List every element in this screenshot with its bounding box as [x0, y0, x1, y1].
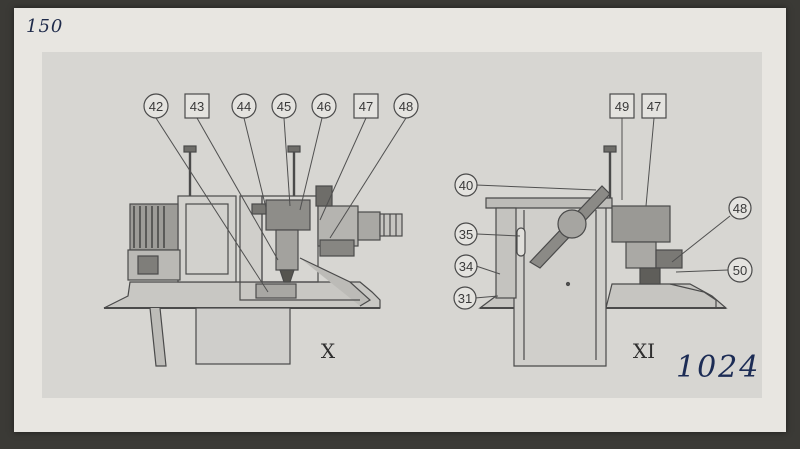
callout-48: 48 — [393, 93, 419, 119]
svg-text:42: 42 — [149, 99, 163, 114]
handwritten-page-number: 150 — [26, 16, 64, 37]
figure-x-caption: X — [321, 339, 336, 363]
svg-text:50: 50 — [733, 263, 747, 278]
callout-46: 46 — [311, 93, 337, 119]
svg-text:48: 48 — [399, 99, 413, 114]
figure-xi-caption: XI — [633, 339, 655, 363]
callout-40: 40 — [454, 173, 478, 197]
callout-31: 31 — [453, 286, 477, 310]
svg-text:35: 35 — [459, 227, 473, 242]
svg-text:45: 45 — [277, 99, 291, 114]
callout-47: 47 — [353, 93, 379, 119]
svg-text:44: 44 — [237, 99, 251, 114]
figure-xi-callouts: 49 47 40 35 34 31 48 50 XI — [453, 93, 753, 363]
callout-42: 42 — [143, 93, 169, 119]
callout-34: 34 — [454, 254, 478, 278]
svg-text:31: 31 — [458, 291, 472, 306]
figure-x-callouts: 42 43 44 45 46 47 48 X — [143, 93, 419, 363]
callout-44: 44 — [231, 93, 257, 119]
callout-45: 45 — [271, 93, 297, 119]
svg-text:49: 49 — [615, 99, 629, 114]
svg-text:47: 47 — [359, 99, 373, 114]
svg-text:43: 43 — [190, 99, 204, 114]
svg-text:40: 40 — [459, 178, 473, 193]
callout-49: 49 — [609, 93, 635, 119]
svg-text:46: 46 — [317, 99, 331, 114]
callout-35: 35 — [454, 222, 478, 246]
svg-text:34: 34 — [459, 259, 473, 274]
svg-text:48: 48 — [733, 201, 747, 216]
handwritten-sheet-number: 1024 — [676, 350, 761, 385]
callout-47: 47 — [641, 93, 667, 119]
figure-x-drawing — [103, 145, 403, 367]
callout-50: 50 — [727, 257, 753, 283]
svg-text:47: 47 — [647, 99, 661, 114]
callout-43: 43 — [184, 93, 210, 119]
figure-xi-drawing — [478, 145, 728, 367]
callout-48: 48 — [728, 196, 752, 220]
